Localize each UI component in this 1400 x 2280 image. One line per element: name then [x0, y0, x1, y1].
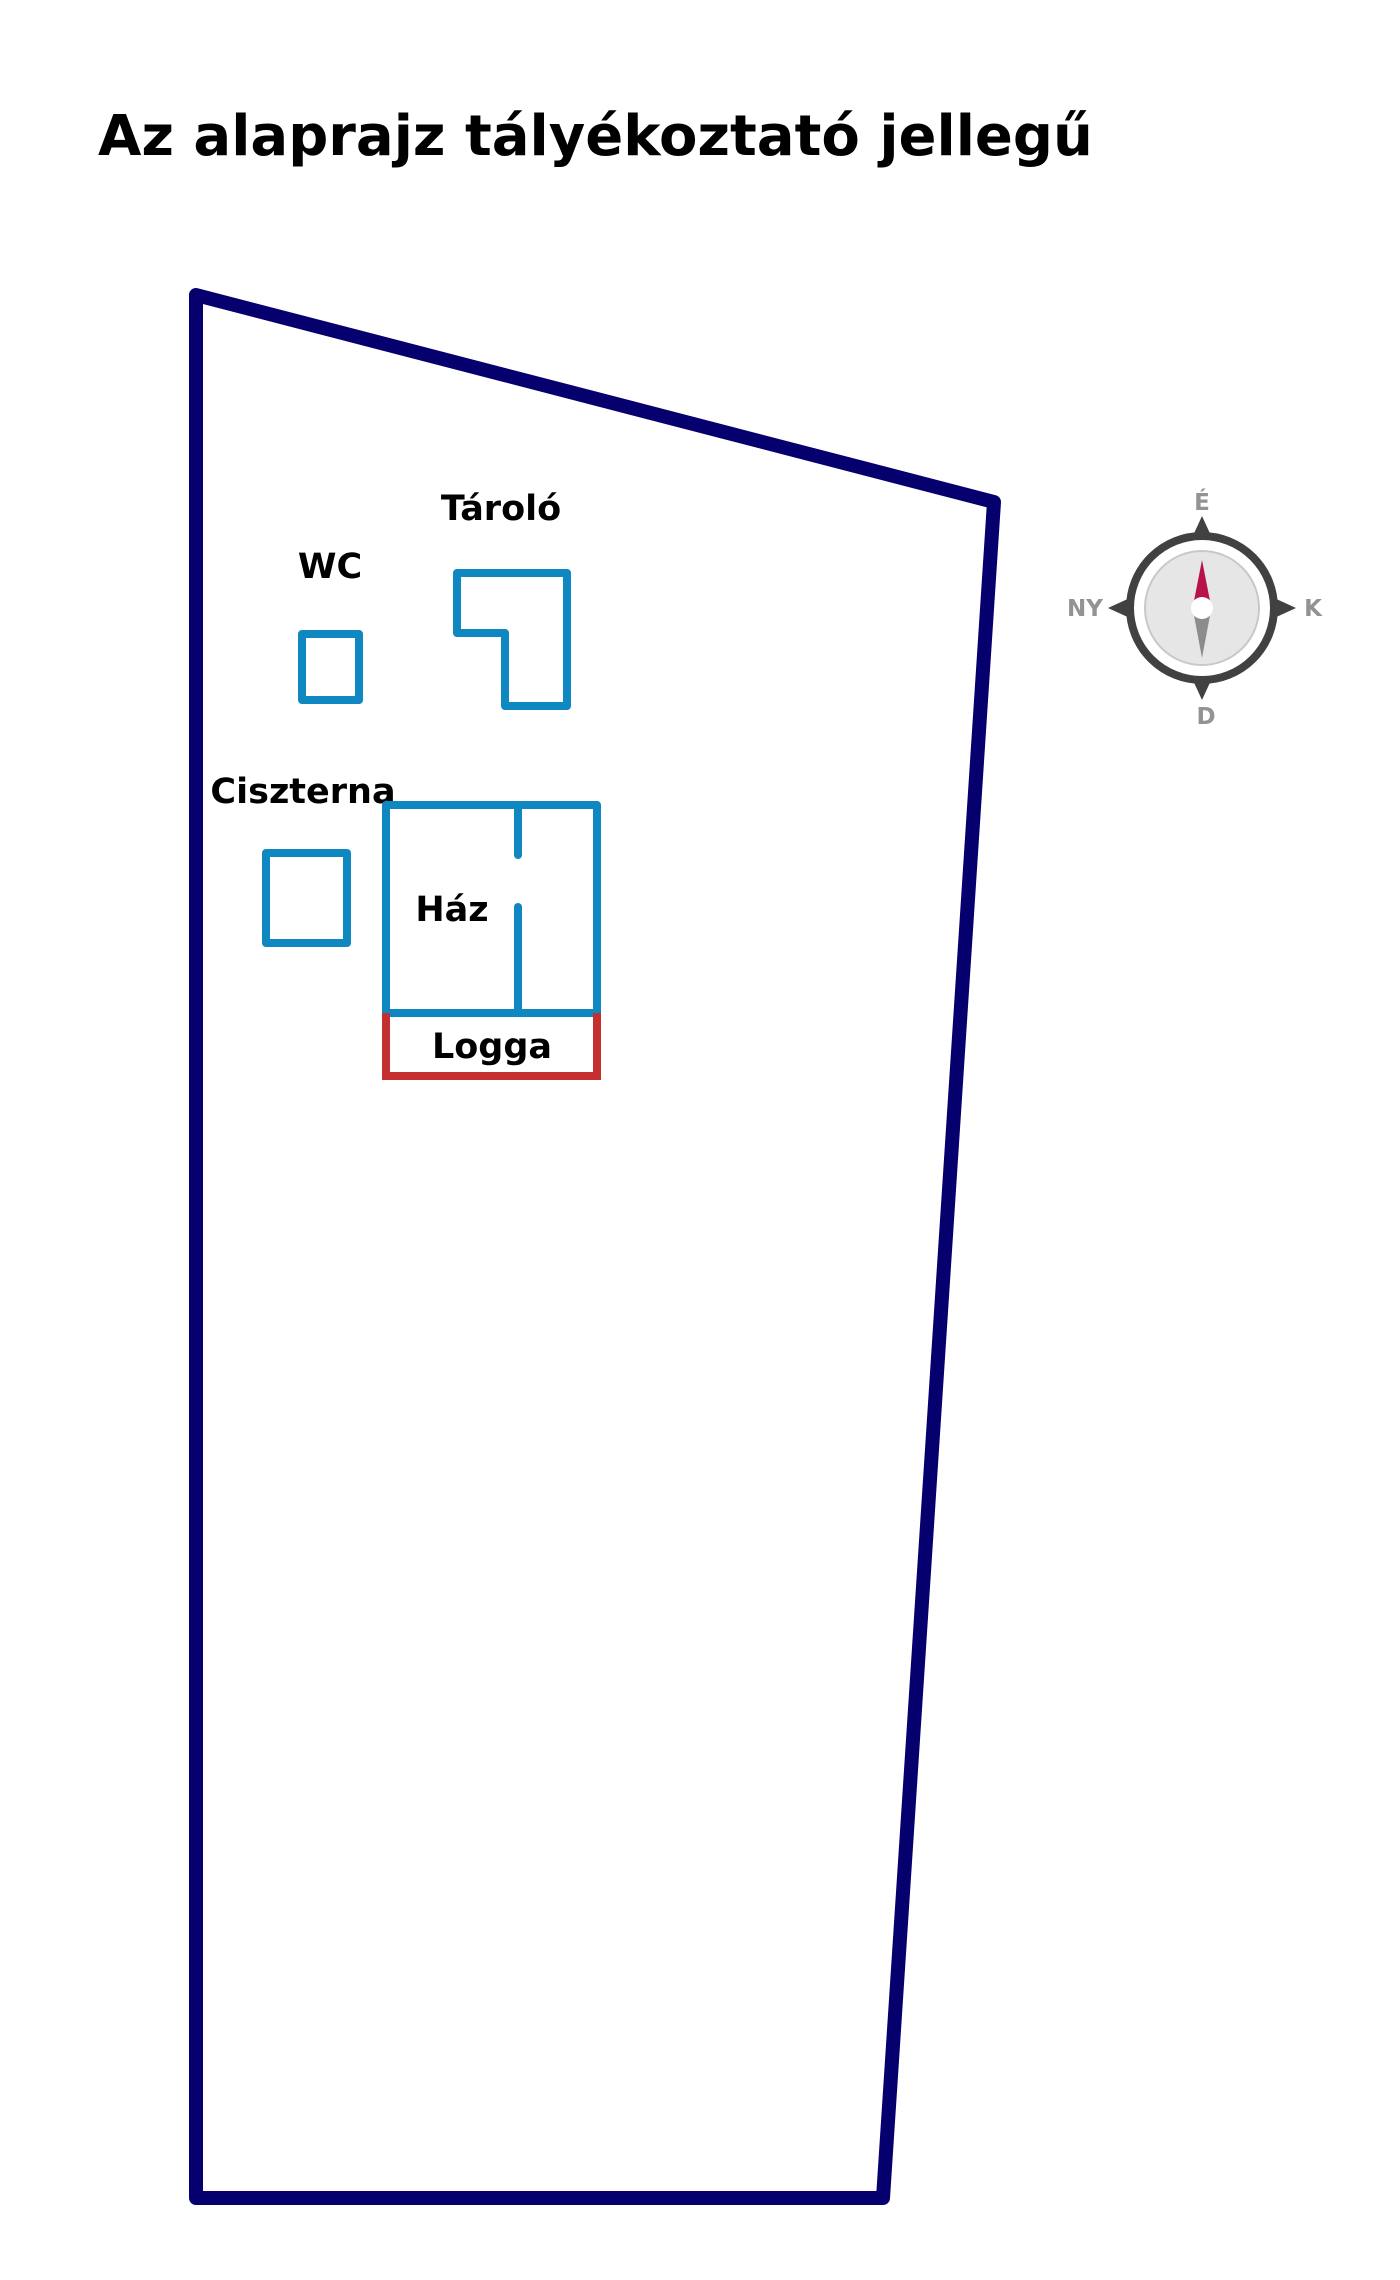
wc-label: WC [298, 547, 362, 587]
wc-building [298, 630, 363, 704]
plot-boundary [189, 288, 1001, 2205]
compass-label-east: K [1304, 596, 1323, 622]
storage-building [453, 569, 571, 710]
loggia-label: Logga [432, 1027, 552, 1067]
compass-needle-north [1193, 560, 1211, 606]
cistern-building [262, 849, 351, 947]
cistern-label: Ciszterna [210, 772, 395, 812]
compass-hub [1191, 597, 1213, 619]
compass-label-west: NY [1067, 596, 1103, 622]
compass: É D NY K [1067, 488, 1323, 730]
page-title: Az alaprajz tályékoztató jellegű [98, 104, 1093, 169]
loggia-outline [382, 1013, 601, 1080]
compass-label-north: É [1194, 488, 1210, 516]
house-building [382, 801, 601, 1017]
storage-label: Tároló [441, 489, 561, 529]
compass-pointer-west [1108, 597, 1132, 619]
compass-label-south: D [1196, 704, 1215, 730]
compass-needle-south [1193, 610, 1211, 658]
compass-pointer-east [1272, 597, 1296, 619]
house-label: Ház [415, 890, 488, 930]
